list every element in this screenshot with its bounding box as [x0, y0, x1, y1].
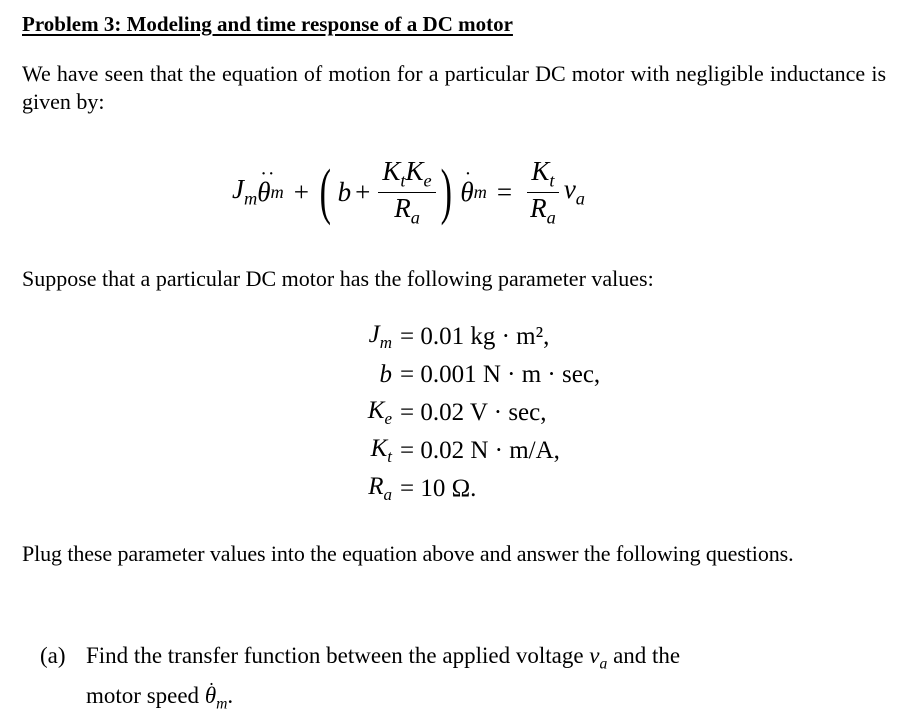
eq-theta-ddot: ··θ [257, 162, 276, 207]
eq-theta-dot: ·θ [460, 162, 474, 207]
right-paren: ) [440, 158, 452, 226]
eq-va: va [563, 174, 585, 209]
left-paren: ( [319, 158, 332, 226]
param-kt: Kt = 0.02 N · m/A, [370, 435, 560, 466]
param-b: b = 0.001 N · m · sec, [379, 361, 601, 388]
fraction-kt-ke-over-ra: KtKe Ra [378, 156, 436, 228]
question-a: (a)Find the transfer function between th… [40, 640, 680, 721]
parameters-intro: Suppose that a particular DC motor has t… [22, 266, 654, 291]
parameter-list: Jm = 0.01 kg · m², b = 0.001 N · m · sec… [330, 318, 600, 508]
instruction-text: Plug these parameter values into the equ… [22, 541, 794, 566]
var-theta-dot-m: ·θ [204, 674, 217, 709]
problem-title: Problem 3: Modeling and time response of… [22, 12, 513, 36]
param-ra: Ra = 10 Ω. [368, 473, 477, 504]
param-jm: Jm = 0.01 kg · m², [368, 321, 550, 352]
eq-jm: Jm [232, 174, 258, 209]
question-label: (a) [40, 643, 66, 668]
fraction-kt-over-ra: Kt Ra [526, 156, 560, 228]
param-ke: Ke = 0.02 V · sec, [367, 397, 547, 428]
var-va: va [589, 643, 608, 673]
intro-paragraph: We have seen that the equation of motion… [22, 61, 886, 114]
